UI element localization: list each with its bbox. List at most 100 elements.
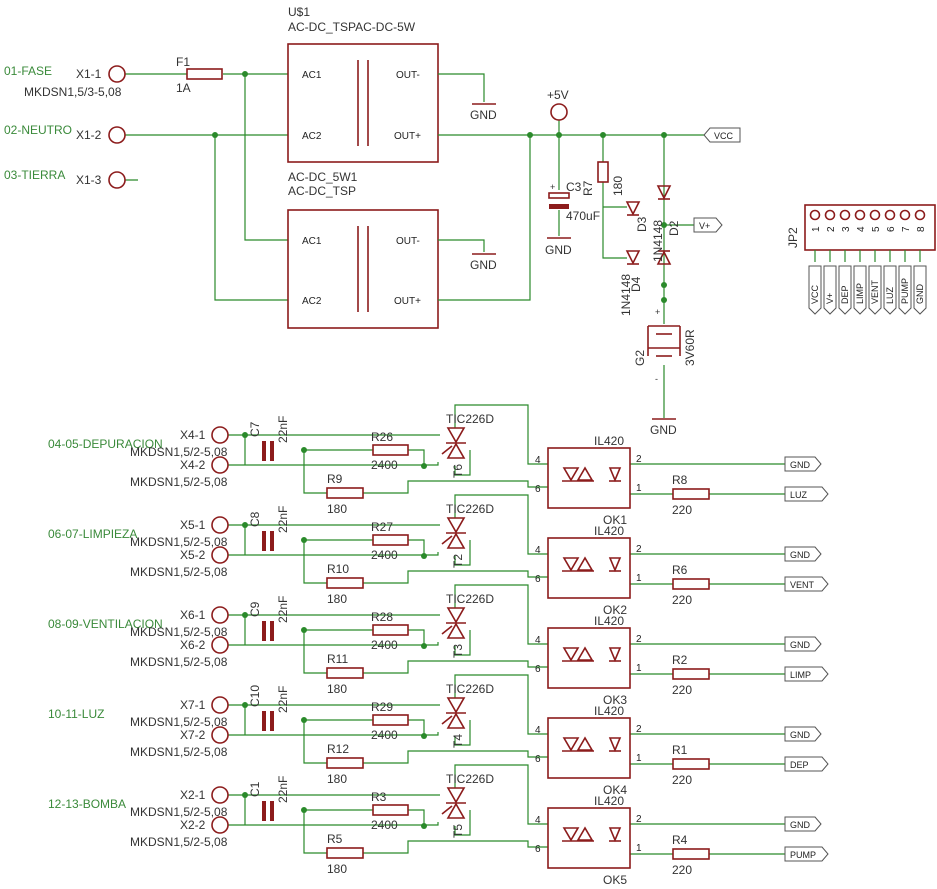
optocoupler-name: OK5 xyxy=(603,873,627,887)
opto-pin-2: 2 xyxy=(636,814,642,825)
connector-b-label: X5-2 xyxy=(180,548,206,562)
net-label-tierra: 03-TIERRA xyxy=(4,168,65,182)
jp2-signal-label: LIMP xyxy=(855,283,865,304)
capacitor-icon xyxy=(262,531,266,551)
optocoupler-value: IL420 xyxy=(594,794,624,808)
fuse-icon xyxy=(186,68,223,80)
battery-value: 3V60R xyxy=(683,329,697,366)
led-resistor-name: R6 xyxy=(672,563,688,577)
jp2-pin-icon xyxy=(884,209,896,221)
triac-name: T5 xyxy=(451,824,465,838)
gnd-flag-icon xyxy=(784,546,822,562)
led-icon xyxy=(608,827,622,843)
connector-b-label: X2-2 xyxy=(180,818,206,832)
opto-pin-4: 4 xyxy=(535,815,541,826)
optocoupler-name: OK2 xyxy=(603,603,627,617)
capacitor-value: 22nF xyxy=(276,776,290,803)
capacitor-icon xyxy=(262,621,266,641)
optocoupler-value: IL420 xyxy=(594,524,624,538)
x1-2-terminal-icon xyxy=(108,126,126,144)
jp2-pin-icon xyxy=(824,209,836,221)
jp2-signal-label: V+ xyxy=(825,293,835,304)
psu2-body xyxy=(287,209,439,329)
gnd-flag-icon xyxy=(784,636,822,652)
opto-pin-6: 6 xyxy=(535,574,541,585)
terminal-a-icon xyxy=(211,516,229,534)
gnd-flag-icon xyxy=(784,816,822,832)
triac-name: T2 xyxy=(451,554,465,568)
d4-value: 1N4148 xyxy=(619,274,633,316)
jp2-pin-number: 8 xyxy=(916,226,927,232)
jp2-signal-label: VENT xyxy=(870,279,880,304)
power-supply-2: AC-DC_5W1 AC-DC_TSP AC1 AC2 OUT- OUT+ GN… xyxy=(287,170,497,329)
svg-text:+: + xyxy=(550,182,555,192)
signal-flag-label: VENT xyxy=(790,580,815,590)
psu1-gnd-label: GND xyxy=(470,108,497,122)
optocoupler-icon xyxy=(547,717,631,779)
led-resistor-value: 220 xyxy=(672,773,692,787)
capacitor-name: C9 xyxy=(248,601,262,617)
jp2-pin-icon xyxy=(914,209,926,221)
vplus-flag-label: V+ xyxy=(699,221,710,231)
opto-pin-1: 1 xyxy=(636,843,642,854)
signal-flag-label: LIMP xyxy=(790,670,811,680)
gate-resistor-icon xyxy=(326,667,364,679)
gate-resistor-name: R5 xyxy=(327,832,343,846)
led-resistor-icon xyxy=(672,578,710,590)
gate-resistor-value: 180 xyxy=(327,862,347,876)
psu1-value: AC-DC_TSPAC-DC-5W xyxy=(288,20,416,34)
triac-value: TIC226D xyxy=(446,682,494,696)
jp2-signal-flag-icon xyxy=(853,265,867,315)
jp2-signal-flag-icon xyxy=(838,265,852,315)
vcc-flag-icon xyxy=(703,127,741,143)
jp2-signal-label: VCC xyxy=(810,284,820,304)
psu1-body xyxy=(287,43,439,163)
capacitor-value: 22nF xyxy=(276,506,290,533)
optocoupler-icon xyxy=(547,447,631,509)
led-icon xyxy=(608,467,622,483)
snubber-resistor-name: R28 xyxy=(371,610,393,624)
d2-name: D2 xyxy=(667,220,681,236)
gate-resistor-icon xyxy=(326,487,364,499)
jp2-pin-icon xyxy=(854,209,866,221)
led-icon xyxy=(608,647,622,663)
channel-net-label: 08-09-VENTILACION xyxy=(48,617,163,631)
jp2-pin-icon xyxy=(869,209,881,221)
connector-a-label: X5-1 xyxy=(180,518,206,532)
led-icon xyxy=(608,557,622,573)
resistor-r7-icon xyxy=(597,161,609,183)
capacitor-value: 22nF xyxy=(276,416,290,443)
terminal-b-icon xyxy=(211,726,229,744)
capacitor-name: C1 xyxy=(248,781,262,797)
vplus-flag-icon xyxy=(693,217,723,233)
gate-resistor-value: 180 xyxy=(327,592,347,606)
jp2-signal-label: DEP xyxy=(840,285,850,304)
gnd-flag-label: GND xyxy=(790,460,811,470)
psu2-pin-ac1: AC1 xyxy=(302,236,322,247)
led-resistor-icon xyxy=(672,848,710,860)
snubber-resistor-icon xyxy=(372,534,409,546)
snubber-resistor-value: 2400 xyxy=(371,728,398,742)
jp2-signal-label: LUZ xyxy=(885,286,895,304)
snubber-resistor-icon xyxy=(372,624,409,636)
opto-pin-4: 4 xyxy=(535,545,541,556)
triac-icon xyxy=(446,517,466,534)
signal-flag-label: LUZ xyxy=(790,490,808,500)
mains-input-section: 01-FASE 02-NEUTRO 03-TIERRA X1-1 X1-2 X1… xyxy=(4,55,288,301)
connector-a-label: X7-1 xyxy=(180,698,206,712)
jp2-signal-flag-icon xyxy=(913,265,927,315)
diode-d2-icon xyxy=(656,185,672,200)
connector-a-value: MKDSN1,5/2-5,08 xyxy=(130,625,228,639)
power-supply-1: U$1 AC-DC_TSPAC-DC-5W AC1 AC2 OUT- OUT+ … xyxy=(287,5,497,163)
connector-x1-2-label: X1-2 xyxy=(76,128,102,142)
output-channel: 10-11-LUZX7-1MKDSN1,5/2-5,08X7-2MKDSN1,5… xyxy=(48,674,829,797)
opto-pin-1: 1 xyxy=(636,573,642,584)
psu2-pin-ac2: AC2 xyxy=(302,296,322,307)
capacitor-c3-icon xyxy=(548,192,570,199)
jp2-signal-flag-icon xyxy=(823,265,837,315)
c3-gnd-label: GND xyxy=(545,243,572,257)
psu1-name: U$1 xyxy=(288,5,310,19)
output-channel: 08-09-VENTILACIONX6-1MKDSN1,5/2-5,08X6-2… xyxy=(48,584,829,707)
connector-a-value: MKDSN1,5/2-5,08 xyxy=(130,535,228,549)
